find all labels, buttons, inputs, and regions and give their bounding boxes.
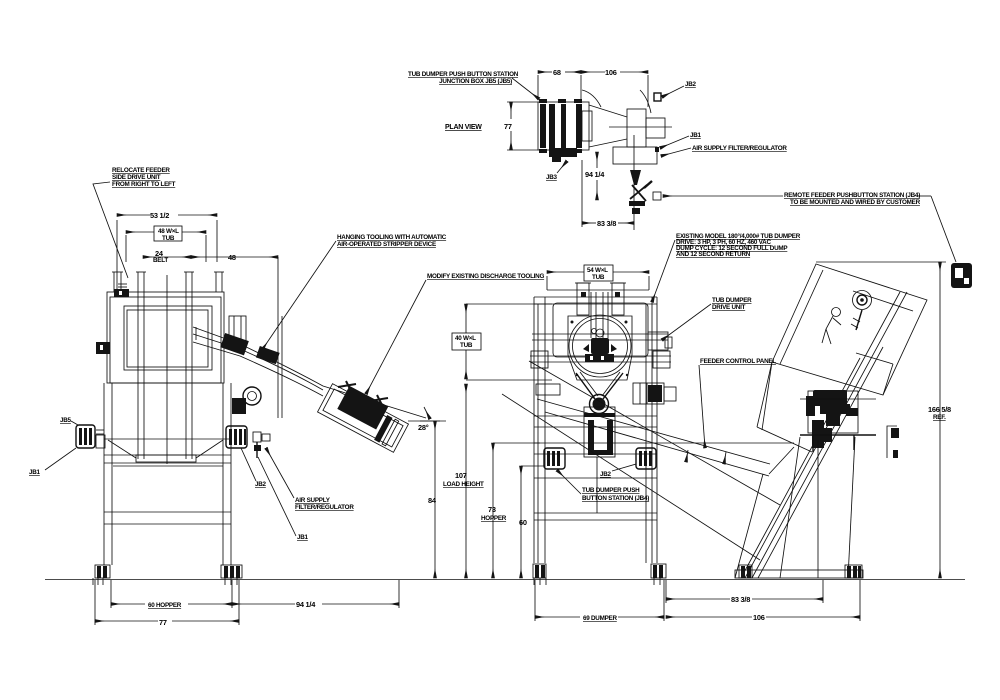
svg-text:94 1/4: 94 1/4 xyxy=(296,600,316,609)
svg-text:60 HOPPER: 60 HOPPER xyxy=(148,602,182,609)
svg-text:REF.: REF. xyxy=(933,414,946,421)
svg-text:REMOTE FEEDER PUSHBUTTON STATI: REMOTE FEEDER PUSHBUTTON STATION (JB4) xyxy=(784,192,920,199)
svg-text:AIR SUPPLY: AIR SUPPLY xyxy=(295,497,331,504)
svg-text:106: 106 xyxy=(753,613,765,622)
svg-text:94 1/4: 94 1/4 xyxy=(585,170,605,179)
svg-text:68: 68 xyxy=(553,68,561,77)
svg-text:166 5/8: 166 5/8 xyxy=(928,405,951,414)
svg-text:BUTTON STATION (JB4): BUTTON STATION (JB4) xyxy=(582,495,649,502)
svg-text:JB2: JB2 xyxy=(600,471,612,478)
svg-text:RELOCATE FEEDER: RELOCATE FEEDER xyxy=(112,167,170,174)
svg-text:BELT: BELT xyxy=(153,257,168,264)
svg-text:77: 77 xyxy=(504,122,512,131)
svg-text:60: 60 xyxy=(519,518,527,527)
svg-text:TUB: TUB xyxy=(162,235,175,242)
svg-text:FROM RIGHT TO LEFT: FROM RIGHT TO LEFT xyxy=(112,181,176,188)
svg-text:83 3/8: 83 3/8 xyxy=(731,595,750,604)
svg-text:DRIVE: 3 HP, 3 PH, 60 HZ, 460: DRIVE: 3 HP, 3 PH, 60 HZ, 460 VAC xyxy=(676,239,771,246)
svg-text:LOAD HEIGHT: LOAD HEIGHT xyxy=(443,481,484,488)
svg-text:EXISTING MODEL 180°/4,000# TUB: EXISTING MODEL 180°/4,000# TUB DUMPER xyxy=(676,232,801,240)
svg-text:TUB DUMPER: TUB DUMPER xyxy=(712,297,752,304)
svg-text:TUB: TUB xyxy=(460,342,473,349)
svg-text:JUNCTION BOX JB5 (JB5): JUNCTION BOX JB5 (JB5) xyxy=(439,78,512,85)
svg-text:54 W×L: 54 W×L xyxy=(587,267,608,274)
svg-text:77: 77 xyxy=(159,618,167,627)
svg-text:JB1: JB1 xyxy=(690,132,702,139)
svg-text:48: 48 xyxy=(228,253,236,262)
svg-text:TUB: TUB xyxy=(592,274,605,281)
svg-text:TUB DUMPER PUSH: TUB DUMPER PUSH xyxy=(582,487,640,494)
svg-text:JB1: JB1 xyxy=(29,469,41,476)
svg-text:AND 12 SECOND RETURN: AND 12 SECOND RETURN xyxy=(676,251,751,258)
svg-text:84: 84 xyxy=(428,496,437,505)
svg-text:HOPPER: HOPPER xyxy=(481,515,507,522)
svg-text:73: 73 xyxy=(488,505,496,514)
svg-text:TO BE MOUNTED AND WIRED BY CUS: TO BE MOUNTED AND WIRED BY CUSTOMER xyxy=(790,199,921,206)
svg-text:JB2: JB2 xyxy=(255,481,267,488)
svg-text:DRIVE UNIT: DRIVE UNIT xyxy=(712,304,746,311)
svg-text:106: 106 xyxy=(605,68,617,77)
svg-text:FEEDER CONTROL PANEL: FEEDER CONTROL PANEL xyxy=(700,358,776,365)
svg-text:107: 107 xyxy=(455,471,467,480)
svg-text:48 W×L: 48 W×L xyxy=(158,228,179,235)
svg-text:40 W×L: 40 W×L xyxy=(455,335,476,342)
svg-text:AIR SUPPLY FILTER/REGULATOR: AIR SUPPLY FILTER/REGULATOR xyxy=(692,145,787,152)
svg-text:FILTER/REGULATOR: FILTER/REGULATOR xyxy=(295,504,354,511)
svg-text:TUB DUMPER PUSH BUTTON STATION: TUB DUMPER PUSH BUTTON STATION xyxy=(408,71,519,78)
svg-text:DUMP CYCLE: 12 SECOND FULL DUM: DUMP CYCLE: 12 SECOND FULL DUMP xyxy=(676,245,787,252)
svg-text:53 1/2: 53 1/2 xyxy=(150,211,169,220)
svg-text:28°: 28° xyxy=(418,423,429,432)
svg-text:83 3/8: 83 3/8 xyxy=(597,219,616,228)
svg-text:SIDE DRIVE UNIT: SIDE DRIVE UNIT xyxy=(112,174,161,181)
svg-text:69 DUMPER: 69 DUMPER xyxy=(583,615,617,622)
svg-text:JB5: JB5 xyxy=(60,417,72,424)
svg-text:JB1: JB1 xyxy=(297,534,309,541)
svg-text:JB2: JB2 xyxy=(685,81,697,88)
svg-text:24: 24 xyxy=(155,249,164,258)
svg-text:JB3: JB3 xyxy=(546,174,558,181)
svg-text:AIR-OPERATED STRIPPER DEVICE: AIR-OPERATED STRIPPER DEVICE xyxy=(337,241,436,248)
svg-text:MODIFY EXISTING DISCHARGE TOOL: MODIFY EXISTING DISCHARGE TOOLING xyxy=(427,273,544,280)
svg-text:HANGING TOOLING WITH AUTOMATIC: HANGING TOOLING WITH AUTOMATIC xyxy=(337,234,447,241)
svg-text:PLAN VIEW: PLAN VIEW xyxy=(445,124,482,131)
